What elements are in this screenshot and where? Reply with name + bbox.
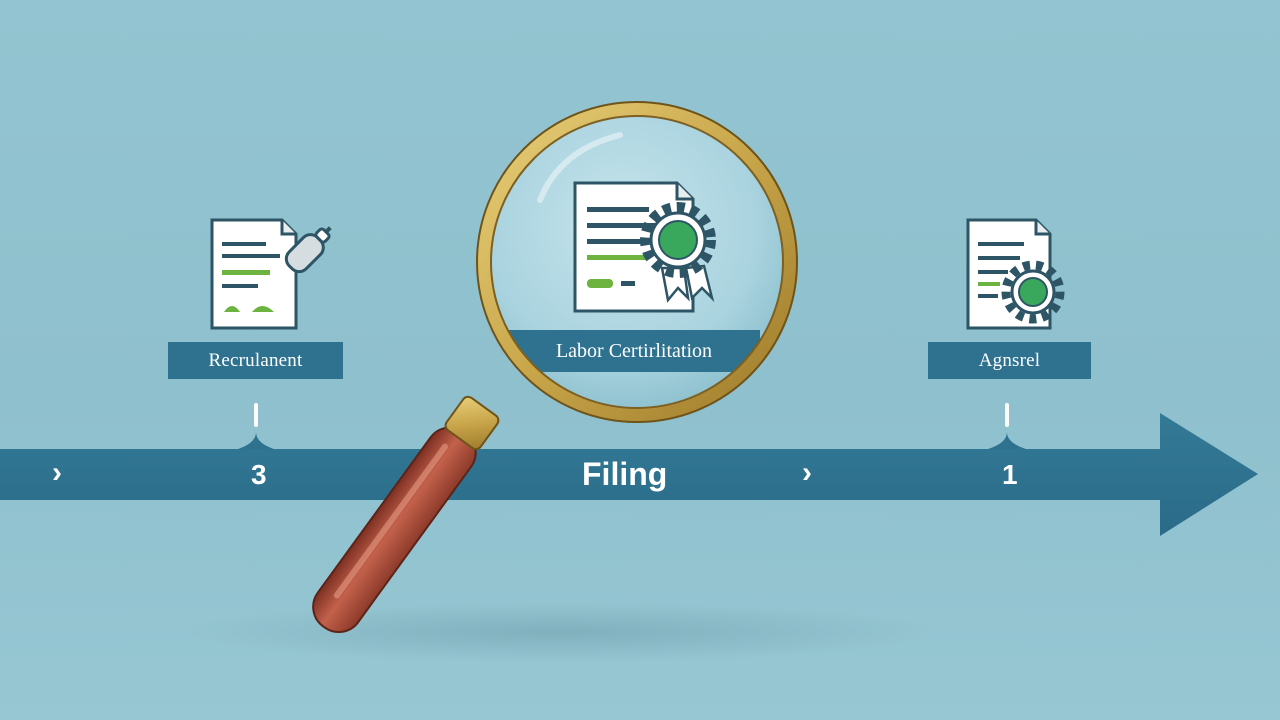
stage-label-recruitment: Recrulanent [168, 342, 343, 379]
stage-label-labor-certification: Labor Certirlitation [508, 330, 760, 372]
stage-label-approval: Agnsrel [928, 342, 1091, 379]
connector-notch-3 [988, 432, 1026, 449]
floor-shadow [180, 602, 940, 662]
stage-label-text: Recrulanent [208, 349, 303, 371]
band-chevron-left: › [52, 456, 62, 489]
connector-notch-1 [238, 432, 274, 449]
stage-label-text: Agnsrel [978, 349, 1041, 371]
timeline-arrow [0, 413, 1258, 536]
step-number-1: 3 [251, 459, 267, 490]
stage-label-text: Labor Certirlitation [555, 339, 713, 362]
band-chevron-mid: › [802, 456, 812, 489]
connector-tick-1 [254, 403, 258, 427]
step-filing: Filing [582, 456, 668, 492]
connector-tick-3 [1005, 403, 1009, 427]
step-number-3: 1 [1002, 459, 1018, 490]
